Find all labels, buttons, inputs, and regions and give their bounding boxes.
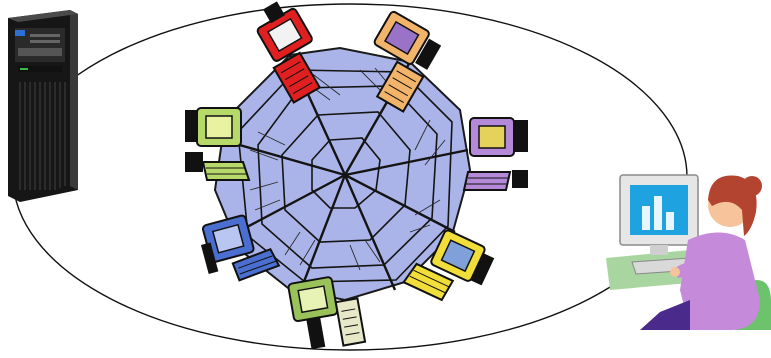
tower-server-icon [8,10,78,202]
computer-left-green [185,108,249,180]
computer-right-purple [464,118,528,190]
person-at-computer-icon [606,175,771,330]
